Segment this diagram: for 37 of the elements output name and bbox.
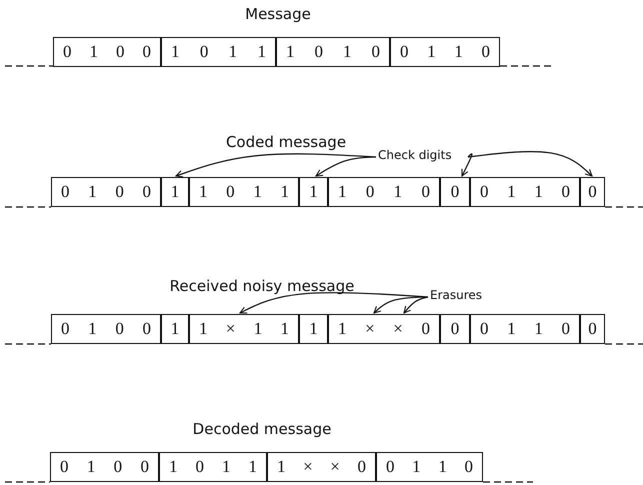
- digit-box: 1 0 1 1: [189, 177, 299, 207]
- arrow: [373, 296, 428, 314]
- digit-box: 1: [299, 314, 328, 344]
- digit-box: 0 1 1 0: [470, 314, 580, 344]
- row-heading: Coded message: [226, 133, 346, 151]
- digit-box: 0: [580, 177, 605, 207]
- digit-box: 1 0 1 0: [276, 37, 390, 67]
- digit-box: 0 1 1 0: [376, 452, 483, 482]
- digit-box: 1 × × 0: [328, 314, 440, 344]
- digit-box: 0: [580, 314, 605, 344]
- digit-box: 0 1 0 0: [50, 452, 159, 482]
- digit-box: 1: [161, 177, 189, 207]
- row-heading: Received noisy message: [170, 277, 354, 295]
- arrow: [461, 154, 472, 177]
- digit-box: 0 1 0 0: [51, 314, 161, 344]
- digit-box: 0 1 0 0: [51, 177, 161, 207]
- digit-box: 1 0 1 1: [161, 37, 276, 67]
- arrow: [239, 292, 428, 314]
- digit-box: 0 1 0 0: [53, 37, 161, 67]
- digit-box: 1 × 1 1: [189, 314, 299, 344]
- digit-box: 0: [440, 177, 470, 207]
- digit-box: 1: [161, 314, 189, 344]
- digit-box: 1 0 1 0: [328, 177, 440, 207]
- callout-label: Check digits: [378, 148, 466, 166]
- arrow: [315, 156, 376, 177]
- arrow: [468, 151, 593, 177]
- row-heading: Message: [245, 5, 311, 23]
- digit-box: 0 1 1 0: [470, 177, 580, 207]
- callout-label: Erasures: [430, 288, 490, 306]
- row-heading: Decoded message: [192, 420, 332, 438]
- arrow: [403, 296, 428, 314]
- digit-box: 1: [299, 177, 328, 207]
- arrow: [175, 153, 376, 178]
- digit-box: 0: [440, 314, 470, 344]
- digit-box: 0 1 1 0: [390, 37, 500, 67]
- digit-box: 1 0 1 1: [159, 452, 267, 482]
- digit-box: 1 × × 0: [267, 452, 376, 482]
